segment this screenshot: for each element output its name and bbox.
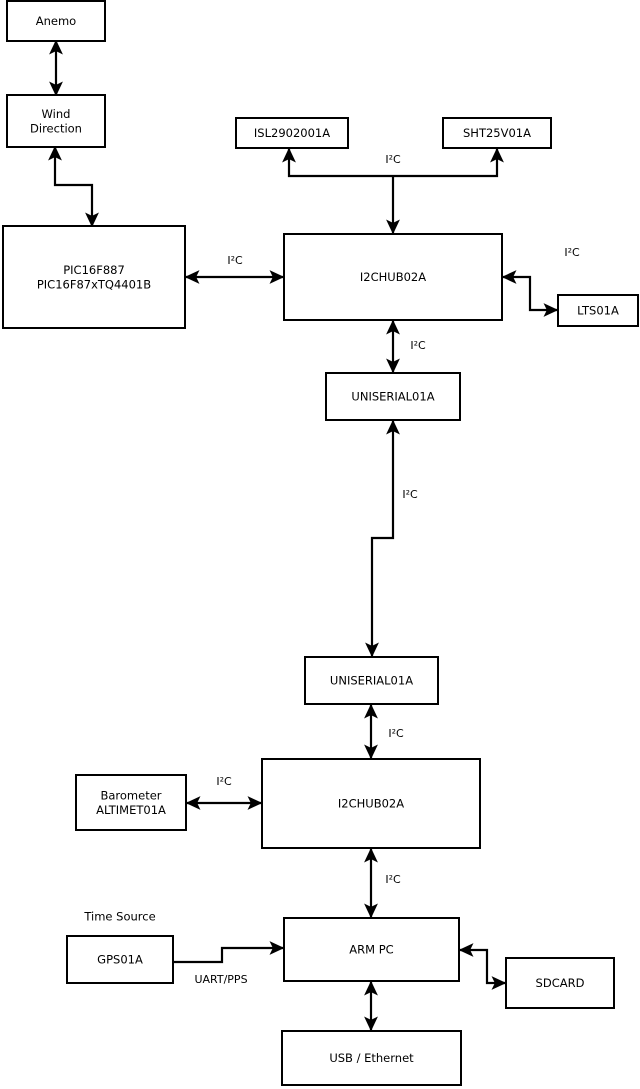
connector-label: UART/PPS bbox=[194, 973, 247, 986]
node-label: ISL2902001A bbox=[254, 126, 330, 140]
node-box[interactable] bbox=[75, 774, 187, 831]
node-box[interactable] bbox=[66, 935, 174, 984]
node-box[interactable] bbox=[261, 758, 481, 849]
connector-uniserial-hubbot: I²C bbox=[364, 703, 404, 760]
connector-hubbot-armpc: I²C bbox=[364, 847, 401, 919]
node-box[interactable] bbox=[6, 94, 106, 148]
node-label: GPS01A bbox=[97, 952, 143, 966]
connector-hub-lts: I²C bbox=[501, 246, 580, 317]
node-label: UNISERIAL01A bbox=[351, 389, 434, 403]
node-isl[interactable]: ISL2902001A bbox=[235, 117, 349, 149]
node-label: LTS01A bbox=[577, 303, 619, 317]
connector-hub-sensors-bus: I²C bbox=[282, 147, 504, 178]
node-hub_bot[interactable]: I2CHUB02A bbox=[261, 758, 481, 849]
connector-armpc-sdcard bbox=[458, 943, 507, 990]
node-box[interactable] bbox=[557, 294, 639, 327]
edges-layer: I²C I²C I²C I²C I²C I²C I²C I²C UART/PPS bbox=[48, 39, 580, 1032]
node-label: ARM PC bbox=[349, 942, 393, 956]
node-armpc[interactable]: ARM PC bbox=[283, 917, 460, 982]
connector-line bbox=[48, 145, 99, 228]
connector-label: I²C bbox=[227, 254, 243, 267]
connector-hub-uniserial: I²C bbox=[386, 319, 426, 374]
node-uniserial_bot[interactable]: UNISERIAL01A bbox=[304, 656, 439, 705]
connector-label: I²C bbox=[402, 488, 418, 501]
label-time-source: Time Source bbox=[83, 910, 155, 924]
connector-gps-armpc: UART/PPS bbox=[174, 941, 285, 986]
connector-barometer-hubbot: I²C bbox=[185, 775, 263, 810]
connector-label: I²C bbox=[388, 727, 404, 740]
connector-wind-pic bbox=[48, 145, 99, 228]
node-box[interactable] bbox=[442, 117, 552, 149]
connector-line bbox=[458, 943, 507, 990]
node-box[interactable] bbox=[6, 0, 106, 42]
connector-label: I²C bbox=[564, 246, 580, 259]
node-label: SDCARD bbox=[536, 976, 585, 990]
node-uniserial_top[interactable]: UNISERIAL01A bbox=[325, 372, 461, 421]
node-label: USB / Ethernet bbox=[329, 1051, 414, 1065]
connector-pic-hub: I²C bbox=[184, 254, 285, 284]
node-hub_top[interactable]: I2CHUB02A bbox=[283, 233, 503, 321]
node-box[interactable] bbox=[505, 957, 615, 1009]
node-label: Anemo bbox=[36, 14, 76, 28]
node-label: SHT25V01A bbox=[463, 126, 531, 140]
connector-label: I²C bbox=[216, 775, 232, 788]
node-box[interactable] bbox=[281, 1030, 462, 1086]
node-sdcard[interactable]: SDCARD bbox=[505, 957, 615, 1009]
node-box[interactable] bbox=[283, 917, 460, 982]
connector-label: I²C bbox=[385, 153, 401, 166]
node-gps[interactable]: GPS01A bbox=[66, 935, 174, 984]
node-box[interactable] bbox=[2, 225, 186, 329]
node-box[interactable] bbox=[235, 117, 349, 149]
connector-line bbox=[174, 941, 285, 964]
node-anemo[interactable]: Anemo bbox=[6, 0, 106, 42]
node-usbeth[interactable]: USB / Ethernet bbox=[281, 1030, 462, 1086]
node-box[interactable] bbox=[283, 233, 503, 321]
node-label: I2CHUB02A bbox=[338, 796, 404, 810]
connector-line bbox=[501, 270, 559, 317]
node-label: I2CHUB02A bbox=[360, 270, 426, 284]
node-lts[interactable]: LTS01A bbox=[557, 294, 639, 327]
connector-uniserial-link: I²C bbox=[365, 419, 418, 658]
node-sht[interactable]: SHT25V01A bbox=[442, 117, 552, 149]
node-label: UNISERIAL01A bbox=[330, 673, 413, 687]
node-box[interactable] bbox=[304, 656, 439, 705]
free-labels-layer: Time Source bbox=[83, 910, 155, 924]
node-box[interactable] bbox=[325, 372, 461, 421]
connector-label: I²C bbox=[385, 873, 401, 886]
connector-line bbox=[365, 419, 400, 658]
connector-label: I²C bbox=[410, 339, 426, 352]
